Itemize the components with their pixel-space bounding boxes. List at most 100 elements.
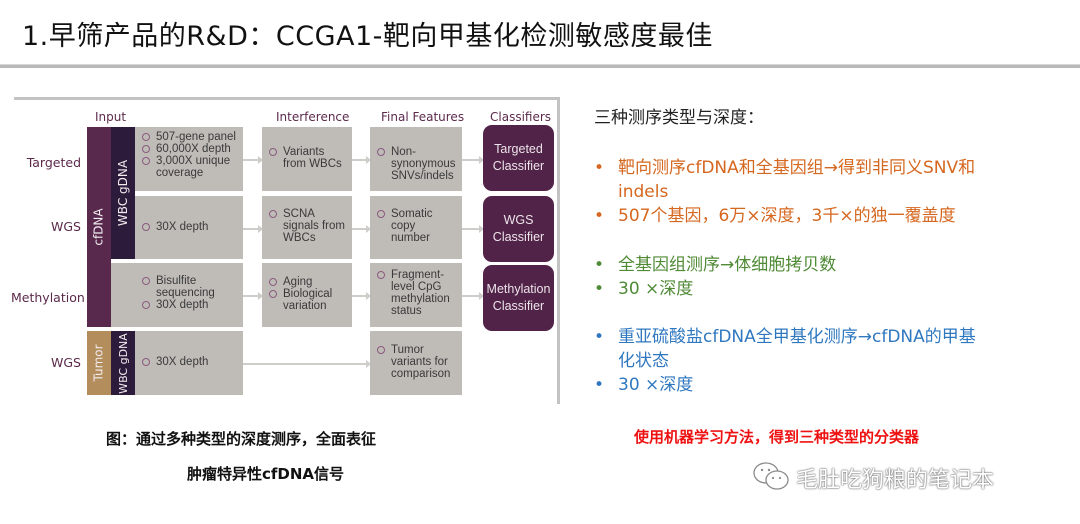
note-text: 30 ×深度 [618,375,694,395]
note-bullet: • 重亚硫酸盐cfDNA全甲基化测序→cfDNA的甲基化状态 [594,325,976,373]
note-bullet: • 全基因组测序→体细胞拷贝数 [594,253,836,277]
note-bullet: • 30 ×深度 [594,277,693,301]
bullet-icon: • [594,279,605,299]
title-divider [0,64,1080,68]
page-title: 1.早筛产品的R&D：CCGA1-靶向甲基化检测敏感度最佳 [22,21,713,52]
item-text: 507-gene panel [156,131,236,143]
note-text: 30 ×深度 [618,279,694,299]
row-label-wgs: WGS [51,219,81,234]
input-box-methylation: Bisulfite sequencing 30X depth [111,263,243,327]
item-text: SCNA signals from WBCs [283,208,345,244]
final-feature-box-methylation: Fragment-level CpG methylation status [370,263,462,327]
circle-bullet-icon [269,278,277,286]
circle-bullet-icon [269,290,277,298]
column-header-interference: Interference [276,110,350,124]
figure-caption-line1: 图：通过多种类型的深度测序，全面表征 [106,430,377,448]
list-item: SCNA signals from WBCs [268,208,348,244]
note-text: 重亚硫酸盐cfDNA全甲基化测序→cfDNA的甲基 [618,327,976,347]
tumor-label: Tumor [92,344,107,382]
row-label-targeted: Targeted [26,155,81,170]
column-header-input: Input [95,110,127,124]
item-text: 30X depth [156,356,209,368]
wbc-gdna-bar: WBC gDNA [111,127,135,259]
classifier-subtitle: Classifier [492,299,545,313]
arrow-icon [462,156,484,164]
note-text: 全基因组测序→体细胞拷贝数 [618,255,837,275]
long-arrow-icon [243,360,371,368]
interference-box-wgs: SCNA signals from WBCs [262,196,352,259]
circle-bullet-icon [142,145,150,153]
interference-box-targeted: Variants from WBCs [262,127,352,191]
final-feature-box-wgs: Somatic copy number [370,196,462,259]
final-feature-box-tumor: Tumor variants for comparison [370,331,462,395]
arrow-icon [243,225,263,233]
arrow-icon [352,156,371,164]
list-item: Fragment-level CpG methylation status [376,269,450,317]
cfdna-bar: cfDNA [87,127,111,327]
tumor-wbc-gdna-label: WBC gDNA [116,332,130,394]
item-text: 30X depth [156,299,209,311]
circle-bullet-icon [377,148,385,156]
input-box-tumor-wgs: 30X depth [135,331,243,395]
classifier-subtitle: Classifier [492,159,545,173]
watermark-text: 毛肚吃狗粮的笔记本 [796,468,995,493]
item-text: Fragment-level CpG methylation status [391,269,450,317]
item-text: Aging [283,276,313,288]
figure-frame [14,97,560,404]
input-box-wgs: 30X depth [135,196,243,259]
item-text: 30X depth [156,221,209,233]
figure-caption-line2: 肿瘤特异性cfDNA信号 [187,465,345,483]
row-label-methylation: Methylation [11,290,85,305]
circle-bullet-icon [142,133,150,141]
arrow-icon [243,156,263,164]
note-text: 靶向测序cfDNA和全基因组→得到非同义SNV和 [618,158,976,178]
list-item: 60,000X depth [141,143,237,155]
classifier-title: WGS [503,213,534,227]
list-item: 30X depth [141,221,237,233]
bullet-icon: • [594,255,605,275]
note-text: indels [618,182,669,202]
classifier-title: Targeted [494,142,543,156]
cfdna-label: cfDNA [92,208,106,246]
list-item: Biological variation [268,288,348,312]
classifier-subtitle: Classifier [492,230,545,244]
circle-bullet-icon [269,210,277,218]
list-item: Tumor variants for comparison [376,344,456,380]
column-header-final-features: Final Features [381,110,465,124]
circle-bullet-icon [377,271,385,279]
notes-heading: 三种测序类型与深度： [594,108,764,128]
circle-bullet-icon [377,346,385,354]
list-item: 30X depth [141,299,237,311]
ml-classifier-note: 使用机器学习方法，得到三种类型的分类器 [634,428,920,446]
wbc-gdna-label: WBC gDNA [116,159,130,227]
note-text: 507个基因，6万×深度，3千×的独一覆盖度 [618,206,956,226]
arrow-icon [352,225,371,233]
classifier-title: Methylation [486,282,551,296]
circle-bullet-icon [269,148,277,156]
tumor-wbc-gdna-bar: WBC gDNA [111,331,135,395]
circle-bullet-icon [142,223,150,231]
wechat-icon [752,461,792,493]
interference-box-methylation: Aging Biological variation [262,263,352,327]
bullet-icon: • [594,158,605,178]
list-item: Bisulfite sequencing [141,275,237,299]
circle-bullet-icon [142,277,150,285]
circle-bullet-icon [142,301,150,309]
item-text: Variants from WBCs [283,146,342,170]
list-item: Aging [268,276,348,288]
wgs-classifier: WGS Classifier [483,196,554,262]
item-text: Non-synonymous SNVs/indels [391,146,456,182]
bullet-icon: • [594,327,605,347]
list-item: Variants from WBCs [268,146,346,170]
list-item: Non-synonymous SNVs/indels [376,146,458,182]
bullet-icon: • [594,206,605,226]
item-text: Biological variation [283,288,333,312]
circle-bullet-icon [142,157,150,165]
circle-bullet-icon [142,358,150,366]
list-item: 3,000X unique coverage [141,155,237,179]
arrow-icon [243,292,263,300]
circle-bullet-icon [377,210,385,218]
note-text: 化状态 [618,351,669,371]
